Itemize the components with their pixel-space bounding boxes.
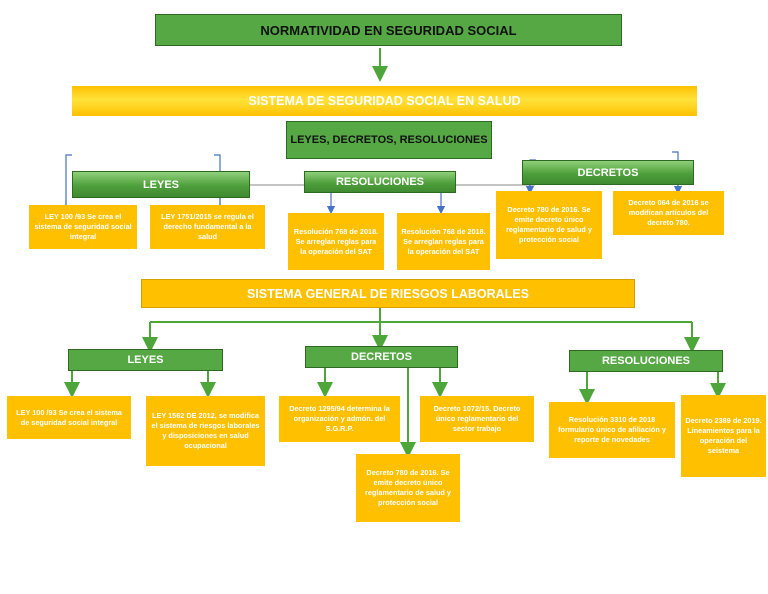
salud-ley-100-note: LEY 100 /93 Se crea el sistema de seguri… (29, 205, 137, 249)
riesgos-decreto-2389-note: Decreto 2389 de 2019. Lineamientos para … (681, 395, 766, 477)
riesgos-ley-1562-note: LEY 1562 DE 2012, se modifica el sistema… (146, 396, 265, 466)
riesgos-decreto-1072-note: Decreto 1072/15. Decreto único reglament… (420, 396, 534, 442)
salud-ley-1751-note: LEY 1751/2015 se regula el derecho funda… (150, 205, 265, 249)
riesgos-leyes-header: LEYES (68, 349, 223, 371)
salud-subtitle: LEYES, DECRETOS, RESOLUCIONES (286, 121, 492, 159)
riesgos-decreto-1295-note: Decreto 1295/94 determina la organizació… (279, 396, 400, 442)
riesgos-title: SISTEMA GENERAL DE RIESGOS LABORALES (141, 279, 635, 308)
salud-resolucion-note: Resolución 768 de 2018. Se arreglan regl… (288, 213, 384, 270)
salud-decreto-064-note: Decreto 064 de 2016 se modifican artícul… (613, 191, 724, 235)
salud-decreto-780-note: Decreto 780 de 2016. Se emite decreto ún… (496, 191, 602, 259)
salud-resoluciones-header: RESOLUCIONES (304, 171, 456, 193)
riesgos-decreto-780-note: Decreto 780 de 2016. Se emite decreto ún… (356, 454, 460, 522)
riesgos-resolucion-3310-note: Resolución 3310 de 2018 formulario único… (549, 402, 675, 458)
salud-resolucion-note: Resolución 768 de 2018. Se arreglan regl… (397, 213, 490, 270)
page-title: NORMATIVIDAD EN SEGURIDAD SOCIAL (155, 14, 622, 46)
riesgos-decretos-header: DECRETOS (305, 346, 458, 368)
salud-leyes-header: LEYES (72, 171, 250, 198)
salud-title: SISTEMA DE SEGURIDAD SOCIAL EN SALUD (72, 86, 697, 116)
salud-decretos-header: DECRETOS (522, 160, 694, 185)
riesgos-resoluciones-header: RESOLUCIONES (569, 350, 723, 372)
riesgos-ley-100-note: LEY 100 /93 Se crea el sistema de seguri… (7, 396, 131, 439)
